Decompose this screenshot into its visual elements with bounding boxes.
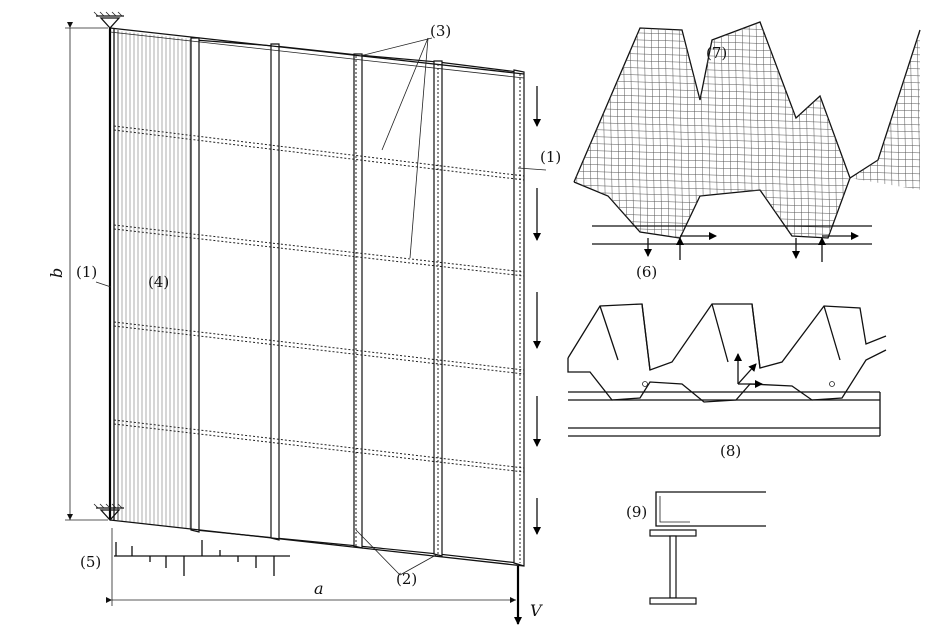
dimension-b bbox=[65, 22, 108, 521]
shear-flow-diagram bbox=[114, 540, 290, 576]
label-7: (7) bbox=[706, 44, 727, 62]
leader-lines bbox=[95, 37, 547, 576]
section-detail bbox=[649, 491, 766, 605]
label-1-left: (1) bbox=[76, 263, 97, 281]
label-2: (2) bbox=[396, 570, 417, 588]
label-9: (9) bbox=[626, 503, 647, 521]
label-1-right: (1) bbox=[540, 148, 561, 166]
dim-label-b: b bbox=[47, 268, 66, 278]
shear-diaphragm bbox=[65, 11, 547, 625]
sheet-panels bbox=[109, 27, 525, 567]
label-8: (8) bbox=[720, 442, 741, 460]
fe-mesh-model bbox=[573, 21, 921, 262]
dimension-a bbox=[106, 528, 516, 606]
purlin-lines bbox=[113, 56, 525, 563]
label-5: (5) bbox=[80, 553, 101, 571]
label-4: (4) bbox=[148, 273, 169, 291]
label-3: (3) bbox=[430, 22, 451, 40]
label-6: (6) bbox=[636, 263, 657, 281]
sheet-on-beam bbox=[567, 303, 887, 437]
pin-support-icon bbox=[93, 503, 124, 521]
dim-label-a: a bbox=[314, 579, 324, 598]
profiled-sheet-flutes bbox=[121, 31, 191, 529]
load-label-v: V bbox=[530, 601, 543, 620]
shear-load-arrows bbox=[514, 86, 541, 625]
pin-support-icon bbox=[93, 11, 124, 29]
left-edge-beam bbox=[108, 28, 119, 520]
